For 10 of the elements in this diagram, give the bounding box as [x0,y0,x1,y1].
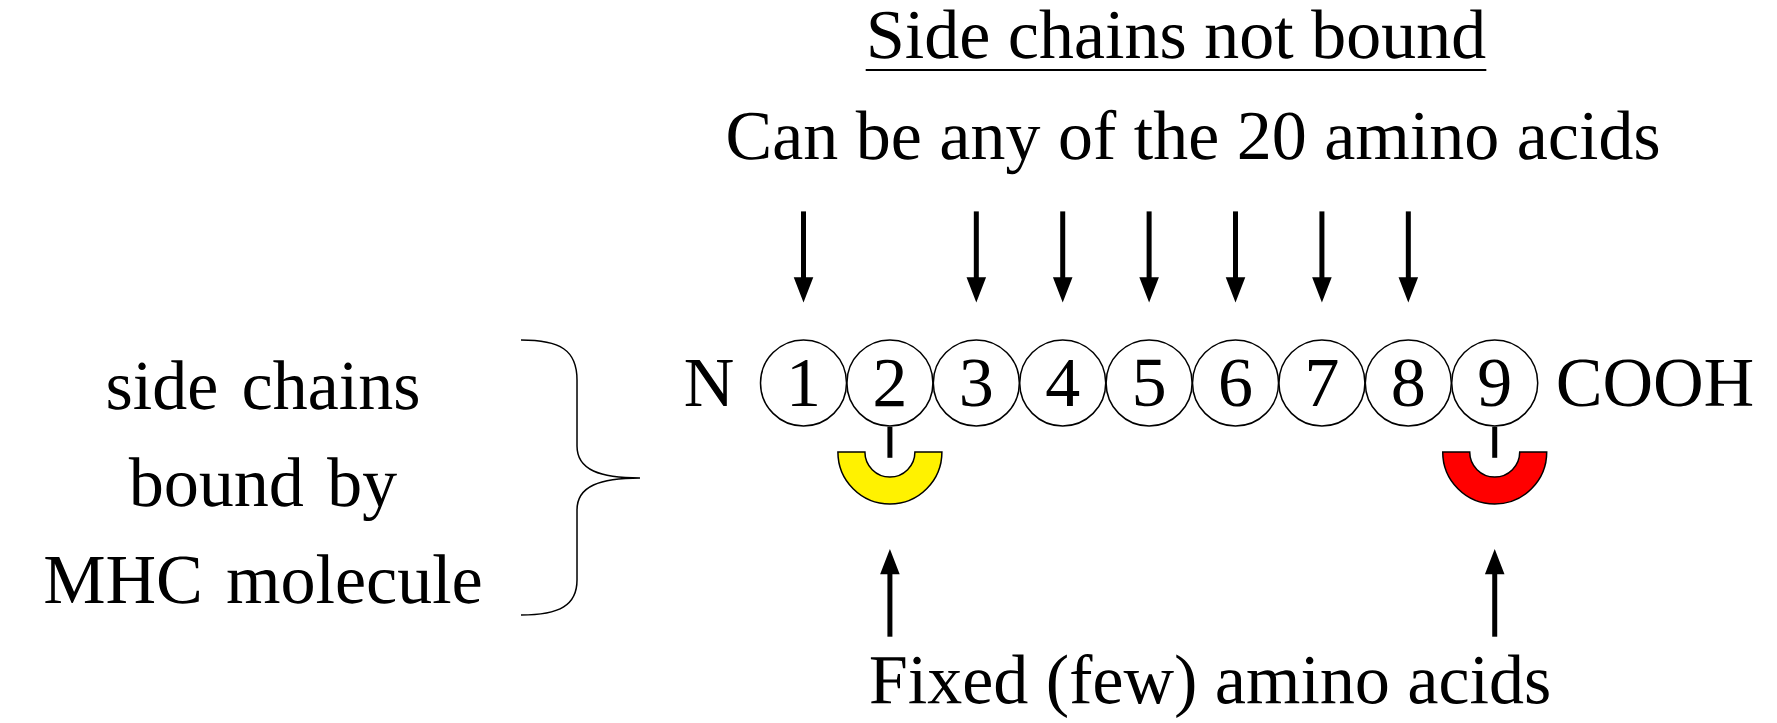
annotation-text: Fixed (few) amino acids [870,653,1549,719]
side-chain-stub [887,426,893,458]
side-text: side chains bound by MHC molecule [45,360,481,604]
binding-pocket [837,451,943,505]
terminus-label: N [685,360,733,406]
terminus-label: COOH [1558,359,1753,407]
annotation-text: Can be any of the 20 amino acids [728,109,1659,175]
underlined-title: Side chains not bound [864,9,1488,71]
binding-pocket [1441,451,1548,505]
side-chain-stub [1492,426,1498,458]
